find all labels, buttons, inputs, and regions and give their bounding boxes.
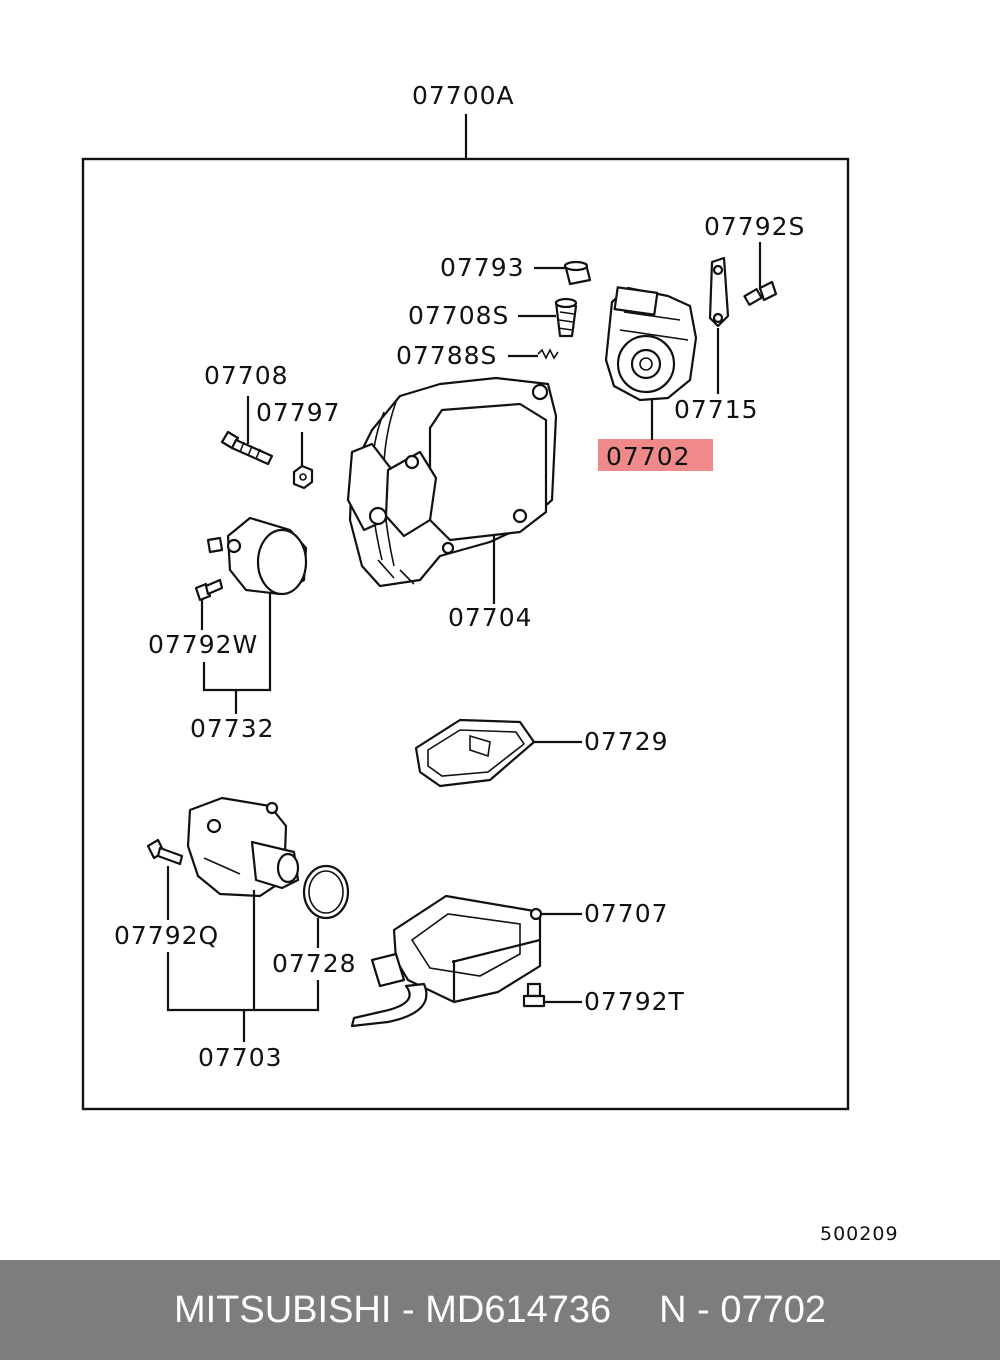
screw-07792Q[interactable] (146, 838, 184, 866)
drawing-number: 500209 (820, 1223, 899, 1245)
ref-number[interactable]: 07702 (720, 1288, 827, 1331)
label-07708[interactable]: 07708 (204, 361, 289, 390)
idle-speed-motor-07703[interactable] (186, 796, 300, 898)
part-footer-bar: MITSUBISHI - MD614736 N - 07702 (0, 1260, 1000, 1360)
label-07708S[interactable]: 07708S (408, 301, 509, 330)
footer-dash-1: - (402, 1288, 415, 1331)
screw-07792W[interactable] (194, 578, 224, 602)
gasket-07729[interactable] (414, 718, 536, 788)
label-07788S[interactable]: 07788S (396, 341, 497, 370)
nut-07797[interactable] (292, 464, 314, 490)
leader-07732 (202, 594, 272, 714)
label-07797[interactable]: 07797 (256, 398, 341, 427)
o-ring-07728[interactable] (302, 864, 350, 920)
label-07792Q[interactable]: 07792Q (114, 921, 219, 950)
label-07792S[interactable]: 07792S (704, 212, 805, 241)
bolt-07708[interactable] (220, 430, 274, 466)
label-07700A[interactable]: 07700A (412, 81, 515, 110)
label-07702[interactable]: 07702 (606, 442, 691, 471)
spring-07788S[interactable] (537, 348, 559, 360)
label-07728[interactable]: 07728 (272, 949, 357, 978)
label-07792T[interactable]: 07792T (584, 987, 685, 1016)
tps-bracket-07715[interactable] (708, 256, 730, 328)
footer-dash-2: - (697, 1288, 710, 1331)
assembly-frame (81, 157, 850, 1111)
air-intake-plate-07707[interactable] (350, 894, 543, 1028)
throttle-body-07704[interactable] (346, 376, 558, 588)
label-07715[interactable]: 07715 (674, 395, 759, 424)
label-07704[interactable]: 07704 (448, 603, 533, 632)
dashpot-07732[interactable] (206, 516, 308, 596)
label-07703[interactable]: 07703 (198, 1043, 283, 1072)
ref-prefix: N (659, 1288, 687, 1331)
screw-07708S[interactable] (554, 297, 578, 338)
screw-07792T[interactable] (522, 982, 546, 1008)
label-07792W[interactable]: 07792W (148, 630, 258, 659)
highlight-07702 (598, 439, 713, 471)
throttle-position-sensor-07702[interactable] (604, 286, 698, 402)
label-07793[interactable]: 07793 (440, 253, 525, 282)
cap-07793[interactable] (563, 260, 592, 286)
label-07732[interactable]: 07732 (190, 714, 275, 743)
leader-07703 (166, 890, 320, 1042)
label-07707[interactable]: 07707 (584, 899, 669, 928)
screw-07792S[interactable] (743, 280, 778, 306)
label-07729[interactable]: 07729 (584, 727, 669, 756)
part-number[interactable]: MD614736 (425, 1288, 612, 1331)
brand-name: MITSUBISHI (173, 1288, 392, 1331)
parts-diagram: 07700A 07792S 07715 07702 07793 07708S (81, 81, 899, 1245)
